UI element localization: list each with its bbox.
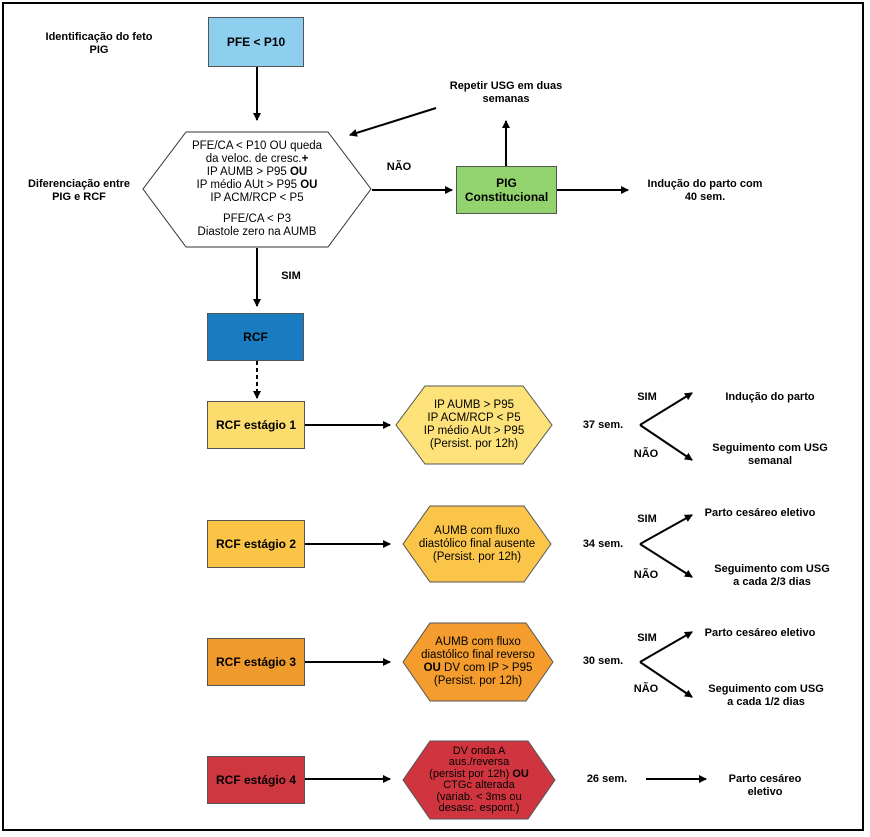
stage3-hexagon: AUMB com fluxo diastólico final reverso … [402,622,554,702]
stage3-outcome-no: Seguimento com USG a cada 1/2 dias [708,683,824,708]
stage2-sim: SIM [637,513,657,525]
stage3-outcome-yes: Parto cesáreo eletivo [704,627,816,639]
diff-line-5: IP ACM/RCP < P5 [210,192,304,204]
stage3-sim: SIM [637,632,657,644]
stage4-hexagon: DV onda A aus./reversa (persist por 12h)… [402,740,556,820]
stage2-hex-line: (Persist. por 12h) [432,550,522,563]
stage3-box: RCF estágio 3 [207,638,305,686]
stage1-outcome-yes: Indução do parto [725,391,815,403]
stage3-hex-line-4: (Persist. por 12h) [433,675,523,687]
stage1-weeks: 37 sem. [582,419,624,431]
stage4-hex-line-4: CTGc alterada [443,779,515,791]
diff-line-3: IP AUMB > P95 OU [206,166,308,178]
diff-line-1: PFE/CA < P10 OU queda [191,140,323,152]
diff-line-2: da veloc. de cresc.+ [205,153,309,165]
stage1-hex-line: IP médio AUt > P95 [423,425,525,437]
stage1-sim: SIM [637,391,657,403]
stage3-weeks: 30 sem. [582,655,624,667]
differentiation-hexagon: PFE/CA < P10 OU queda da veloc. de cresc… [142,131,372,248]
stage2-box: RCF estágio 2 [207,520,305,568]
stage2-nao: NÃO [633,569,659,581]
no-label-diff: NÃO [386,161,412,173]
stage2-hex-line: diastólico final ausente [418,537,536,550]
stage4-box: RCF estágio 4 [207,756,305,804]
stage1-hex-line: IP AUMB > P95 [433,399,514,411]
stage1-outcome-no: Seguimento com USG semanal [712,442,828,467]
diff-line-7: Diastole zero na AUMB [197,226,317,238]
differentiation-label: Diferenciação entre PIG e RCF [27,178,131,203]
stage4-hex-line-6: desasc. espont.) [438,802,520,814]
identification-label: Identificação do feto PIG [45,31,153,56]
stage3-hex-line-3: OU DV com IP > P95 [423,662,533,674]
stage1-box: RCF estágio 1 [207,401,305,449]
repeat-usg-label: Repetir USG em duas semanas [449,80,563,105]
rcf-box: RCF [207,313,304,361]
fork-stage1-no [639,424,693,461]
stage2-weeks: 34 sem. [582,538,624,550]
yes-label-diff: SIM [281,270,301,282]
stage4-hex-line-1: DV onda A [452,744,506,757]
stage4-outcome: Parto cesáreo eletivo [728,773,802,798]
fork-stage3-no [639,661,693,698]
stage2-outcome-yes: Parto cesáreo eletivo [704,507,816,519]
fork-stage2-no [639,543,693,578]
stage2-hex-line: AUMB com fluxo [434,524,520,537]
pig-constitutional-box: PIG Constitucional [456,166,557,214]
stage4-hex-line-2: aus./reversa [448,756,510,768]
fork-stage3-yes [639,631,693,663]
fork-stage1-yes [639,392,693,426]
arrow-repeat-to-diff [349,107,437,137]
stage1-nao: NÃO [633,448,659,460]
stage1-hex-line: IP ACM/RCP < P5 [427,412,521,424]
induction-40-label: Indução do parto com 40 sem. [647,178,763,203]
fork-stage2-yes [639,514,693,545]
stage4-hex-line-5: (variab. < 3ms ou [436,790,522,803]
stage2-outcome-no: Seguimento com USG a cada 2/3 dias [714,563,830,588]
diff-line-6: PFE/CA < P3 [222,213,292,225]
stage4-weeks: 26 sem. [586,773,628,785]
diff-line-4: IP médio AUt > P95 OU [196,179,318,191]
stage3-hex-line-1: AUMB com fluxo [435,636,521,648]
stage3-hex-line-2: diastólico final reverso [421,649,535,661]
stage1-hexagon: IP AUMB > P95 IP ACM/RCP < P5 IP médio A… [395,385,553,465]
stage4-hex-line-3: (persist por 12h) OU [429,767,529,780]
stage2-hexagon: AUMB com fluxo diastólico final ausente … [402,505,552,583]
stage3-nao: NÃO [633,683,659,695]
start-box: PFE < P10 [208,17,304,67]
stage1-hex-line: (Persist. por 12h) [429,438,519,450]
